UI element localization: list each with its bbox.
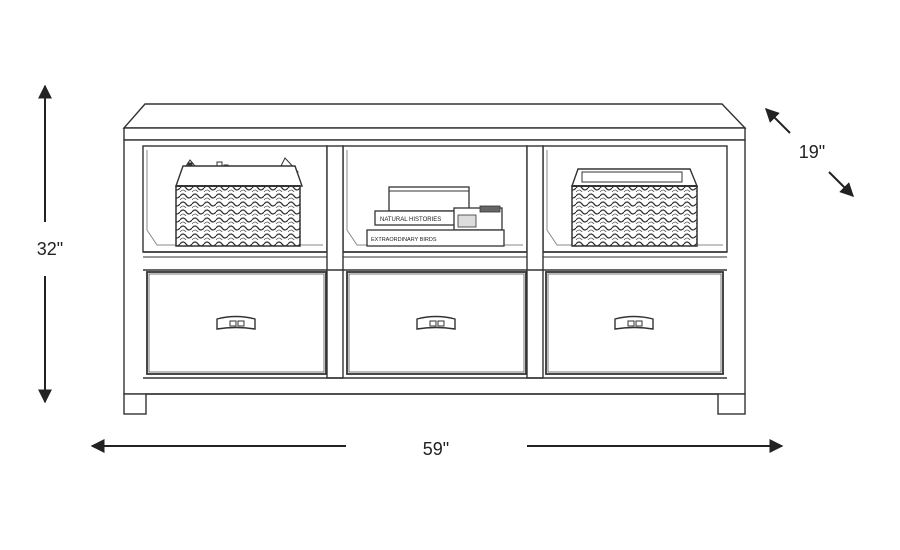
height-dimension: 32" bbox=[37, 84, 63, 404]
depth-arrow-bottom bbox=[828, 171, 854, 197]
left-leg bbox=[123, 393, 147, 415]
book-bottom-spine: EXTRAORDINARY BIRDS bbox=[371, 237, 437, 243]
depth-dimension: 19" bbox=[765, 108, 854, 197]
book-stack: NATURAL HISTORIES EXTRAORDINARY BIRDS bbox=[366, 186, 505, 247]
book-bottom bbox=[366, 229, 505, 247]
width-label: 59" bbox=[423, 439, 449, 459]
right-leg bbox=[717, 393, 746, 415]
drawer-pull-handle-icon bbox=[614, 315, 654, 330]
woven-basket-right bbox=[571, 168, 699, 247]
console-top bbox=[122, 103, 747, 129]
tv-console: NATURAL HISTORIES EXTRAORDINARY BIRDS bbox=[122, 103, 747, 415]
depth-arrow-top bbox=[765, 108, 791, 134]
drawer-middle bbox=[346, 271, 527, 375]
width-dimension: 59" bbox=[90, 439, 784, 459]
height-label: 32" bbox=[37, 239, 63, 259]
drawer-pull-handle-icon bbox=[416, 315, 456, 330]
depth-label: 19" bbox=[799, 142, 825, 162]
drawer-pull-handle-icon bbox=[216, 315, 256, 330]
book-middle-spine: NATURAL HISTORIES bbox=[380, 217, 441, 223]
drawer-right bbox=[545, 271, 724, 375]
divider-post-2 bbox=[526, 145, 544, 379]
divider-post-1 bbox=[326, 145, 344, 379]
drawer-left bbox=[146, 271, 327, 375]
console-top-front bbox=[123, 127, 746, 141]
woven-basket-left bbox=[175, 157, 303, 247]
